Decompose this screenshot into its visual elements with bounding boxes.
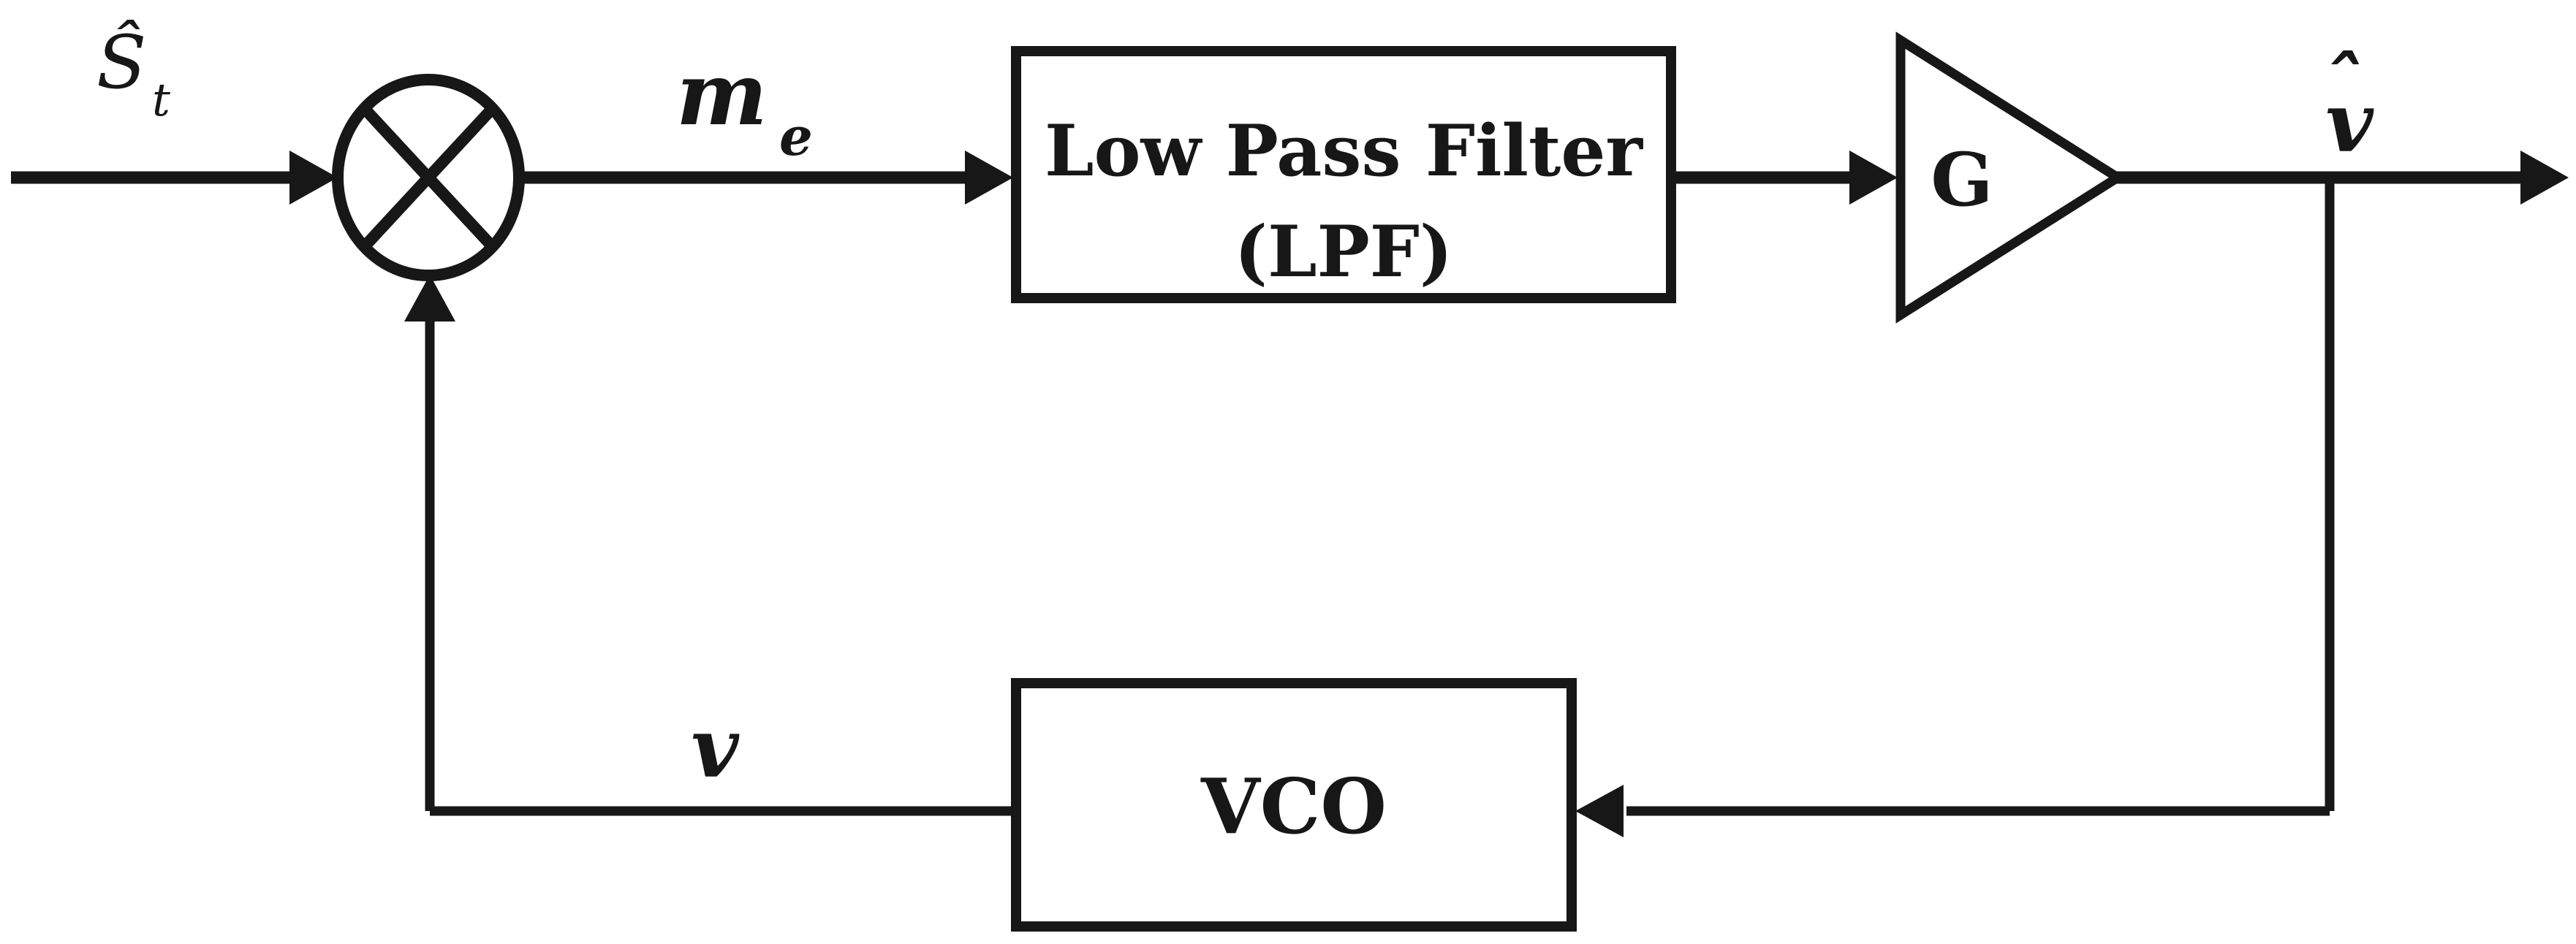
lpf-label-line1: Low Pass Filter	[1045, 110, 1643, 192]
input-signal-subscript: t	[152, 73, 170, 126]
error-signal-base: m	[676, 43, 768, 145]
output-signal-base: v	[2325, 75, 2374, 171]
vco-input-arrowhead-icon	[1575, 785, 1624, 837]
gain-input-arrowhead-icon	[1849, 151, 1898, 205]
multiplier-cross-stroke-2	[360, 104, 497, 251]
gain-triangle-icon	[1895, 31, 2127, 324]
multiplier-feedback-arrowhead-icon	[404, 275, 455, 321]
mixer-circle-cross-icon	[332, 74, 525, 281]
error-signal-label: m e	[676, 43, 813, 167]
error-signal-subscript: e	[779, 105, 813, 167]
vco-label: VCO	[1200, 761, 1387, 851]
lpf-box	[1011, 46, 1676, 303]
input-arrowhead-icon	[289, 151, 338, 205]
output-signal-label: ˆ v	[2323, 39, 2374, 171]
output-arrowhead-icon	[2520, 151, 2569, 205]
vco-box	[1011, 678, 1577, 932]
lpf-label-line2: (LPF)	[1235, 210, 1453, 293]
input-signal-label: Ŝ t	[96, 20, 170, 126]
gain-label: G	[1931, 137, 1993, 223]
feedback-signal-label: v	[691, 701, 740, 796]
output-signal-hat: ˆ	[2323, 39, 2361, 129]
lpf-input-arrowhead-icon	[965, 151, 1013, 205]
input-signal-base: Ŝ	[96, 20, 147, 105]
